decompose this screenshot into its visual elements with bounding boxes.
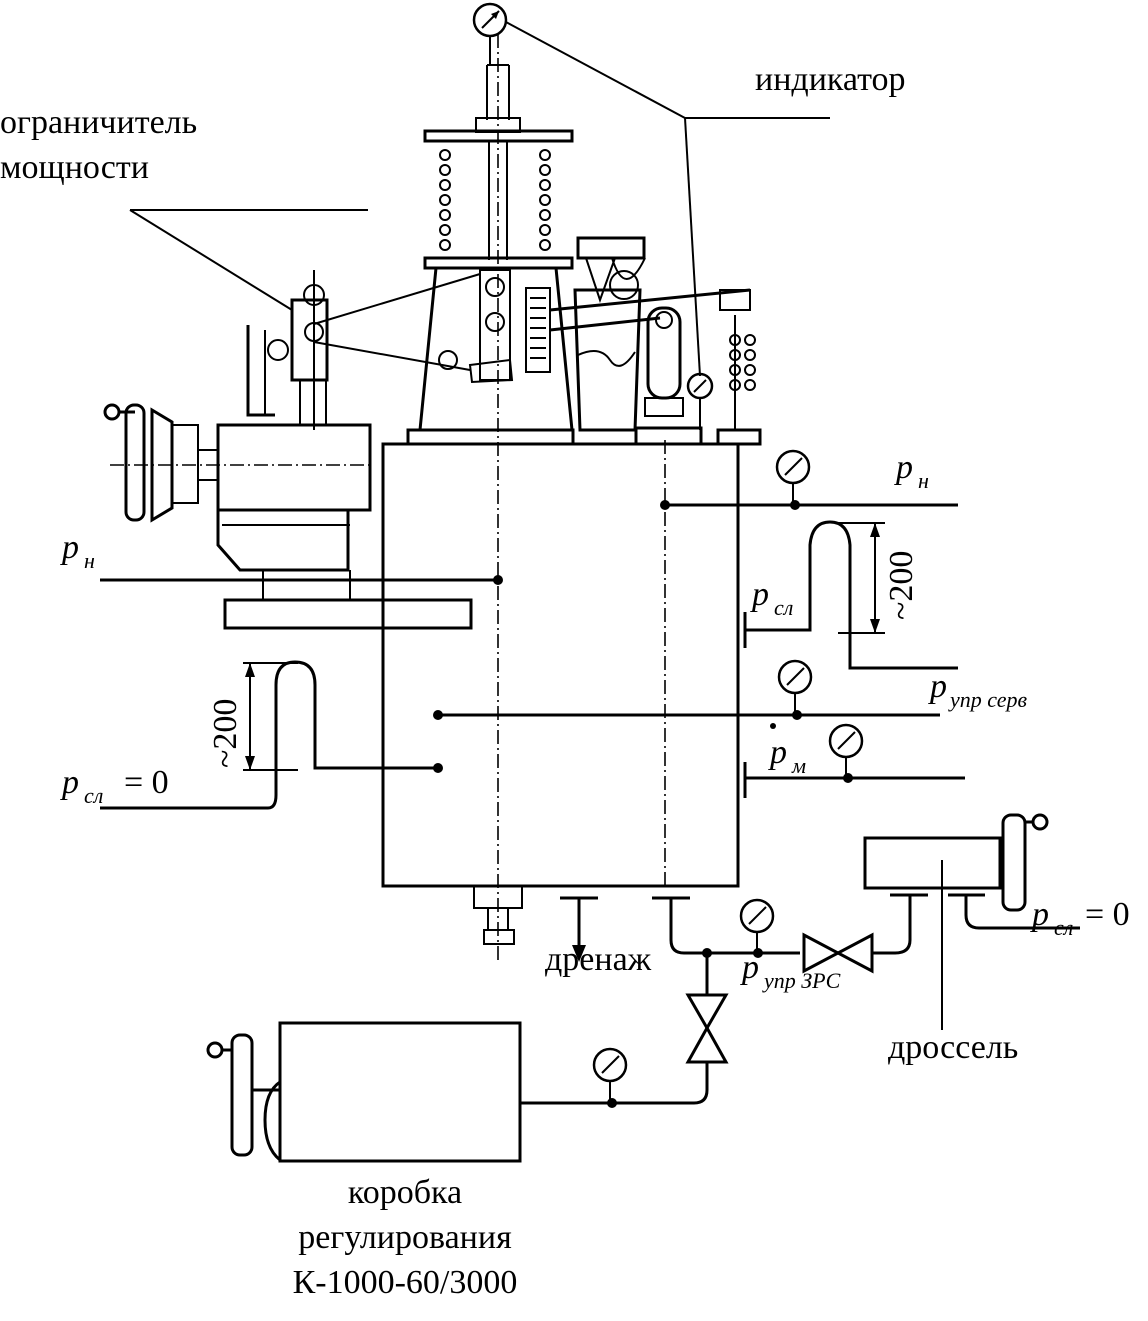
svg-text:сл: сл <box>84 783 103 808</box>
indicator-gauge-icon <box>472 2 508 65</box>
label-throttle: дроссель <box>888 1029 1018 1066</box>
indicator-stand <box>406 64 575 446</box>
line-p-n-right <box>660 449 958 510</box>
servo-assembly <box>549 236 762 446</box>
power-limiter-linkage <box>246 270 481 430</box>
svg-text:= 0: = 0 <box>1085 896 1130 933</box>
line-p-n-left <box>100 575 503 585</box>
svg-text:p: p <box>928 668 947 705</box>
svg-text:p: p <box>740 949 759 986</box>
svg-text:= 0: = 0 <box>124 764 169 801</box>
svg-text:p: p <box>60 529 79 566</box>
label-control-box-2: регулирования <box>298 1219 512 1256</box>
throttle-block <box>863 813 1080 1030</box>
label-p-n-right: p н <box>894 449 929 493</box>
bottom-stem <box>473 885 523 945</box>
left-handwheel-assembly <box>103 403 473 630</box>
svg-text:н: н <box>84 548 95 573</box>
svg-text:p: p <box>1030 896 1049 933</box>
control-box <box>206 1021 522 1163</box>
loop-seal-left <box>100 660 443 810</box>
label-p-upr-zrs: p упр ЗРС <box>740 949 841 993</box>
svg-text:н: н <box>918 468 929 493</box>
label-drain: дренаж <box>545 941 652 978</box>
line-p-upr-zrs <box>652 893 928 974</box>
loop-seal-right <box>743 520 958 670</box>
svg-text:сл: сл <box>774 595 793 620</box>
label-control-box-3: К-1000-60/3000 <box>293 1264 518 1301</box>
servo-gauge-icon <box>686 372 714 430</box>
label-power-limiter-2: мощности <box>0 149 149 186</box>
label-indicator: индикатор <box>755 61 906 98</box>
svg-text:p: p <box>60 764 79 801</box>
label-p-sl-zero-right: p сл = 0 <box>1030 896 1130 940</box>
svg-text:м: м <box>791 753 806 778</box>
label-p-sl-zero-left: p сл = 0 <box>60 764 169 808</box>
label-p-n-left: p н <box>60 529 95 573</box>
label-p-sl-right: p сл <box>750 576 793 620</box>
svg-text:p: p <box>894 449 913 486</box>
line-p-upr-serv <box>433 659 940 720</box>
svg-text:упр ЗРС: упр ЗРС <box>762 968 841 993</box>
dimension-200-right: ~200 <box>883 551 920 620</box>
vertical-valve <box>520 953 729 1108</box>
label-power-limiter-1: ограничитель <box>0 104 197 141</box>
power-limiter-leader <box>129 209 368 311</box>
indicator-leader <box>505 21 830 377</box>
servomotor-body <box>381 10 740 960</box>
drain-outlet <box>560 896 598 962</box>
label-p-upr-serv: p упр серв <box>928 668 1028 712</box>
svg-text:p: p <box>750 576 769 613</box>
svg-text:сл: сл <box>1054 915 1073 940</box>
line-p-m <box>743 723 965 798</box>
label-p-m: p м <box>768 734 806 778</box>
label-control-box-1: коробка <box>348 1174 462 1211</box>
svg-text:p: p <box>768 734 787 771</box>
dimension-200-left: ~200 <box>207 699 244 768</box>
svg-text:упр серв: упр серв <box>948 687 1028 712</box>
